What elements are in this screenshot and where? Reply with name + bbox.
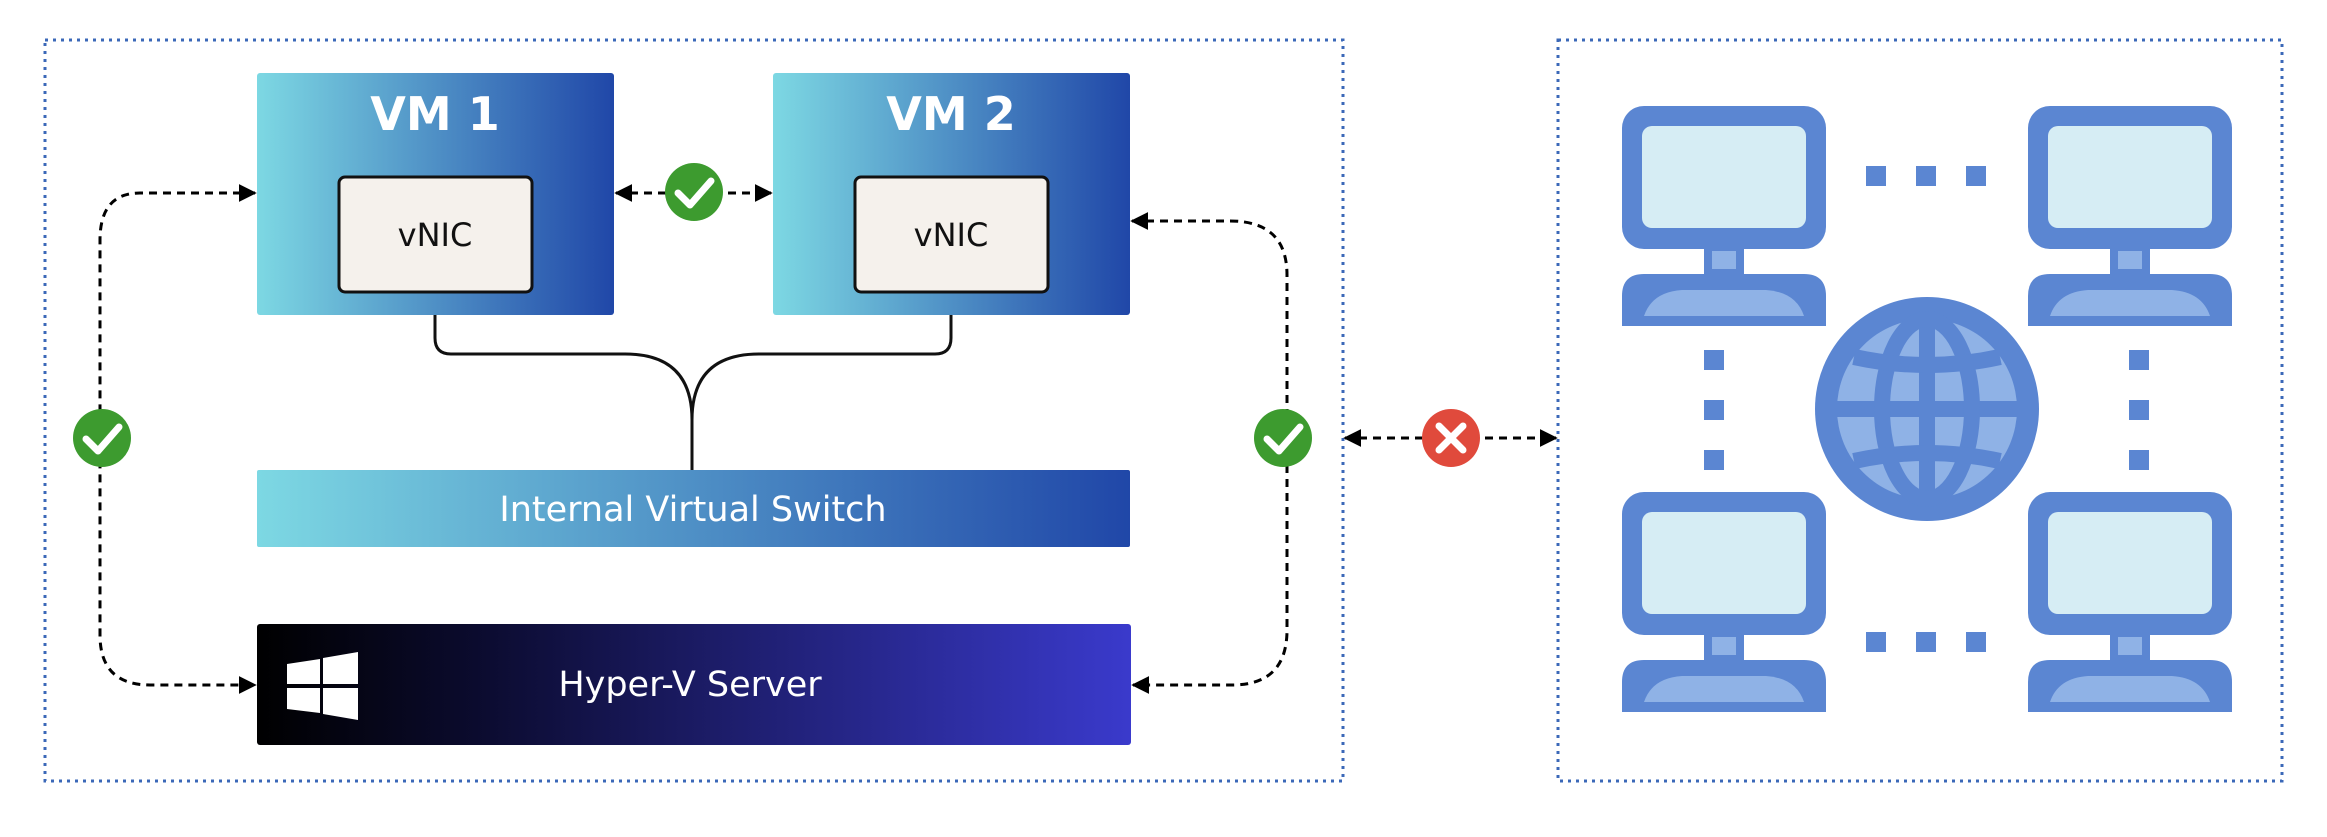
- vm2-title: VM 2: [886, 87, 1015, 141]
- check-icon: [73, 409, 131, 467]
- check-icon: [1254, 409, 1312, 467]
- hyperv-server: Hyper-V Server: [257, 624, 1131, 745]
- computer-icon: [1622, 492, 1826, 712]
- vm1-vnic: vNIC: [337, 175, 534, 294]
- external-network: [1622, 106, 2232, 712]
- vm1-box: VM 1 vNIC: [257, 73, 614, 315]
- vm1-title: VM 1: [370, 87, 499, 141]
- vnic-switch-connector: [433, 315, 953, 470]
- cross-icon: [1422, 409, 1480, 467]
- external-network-frame: [1556, 38, 2284, 783]
- computer-icon: [2028, 492, 2232, 712]
- vm2-vnic: vNIC: [853, 175, 1050, 294]
- vm2-host-link: [1130, 212, 1289, 694]
- globe-icon: [1815, 297, 2039, 521]
- windows-logo-icon: [287, 652, 358, 720]
- vm1-vnic-label: vNIC: [398, 216, 473, 254]
- computer-icon: [1622, 106, 1826, 326]
- internal-switch-label: Internal Virtual Switch: [499, 490, 886, 530]
- vm2-box: VM 2 vNIC: [773, 73, 1130, 315]
- check-icon: [665, 163, 723, 221]
- internal-virtual-switch: Internal Virtual Switch: [257, 470, 1130, 547]
- computer-icon: [2028, 106, 2232, 326]
- host-frame: [43, 38, 1345, 783]
- hyperv-server-label: Hyper-V Server: [558, 665, 822, 705]
- vm1-host-link: [98, 184, 257, 694]
- vm2-vnic-label: vNIC: [914, 216, 989, 254]
- dotted-connector: [1704, 166, 2149, 652]
